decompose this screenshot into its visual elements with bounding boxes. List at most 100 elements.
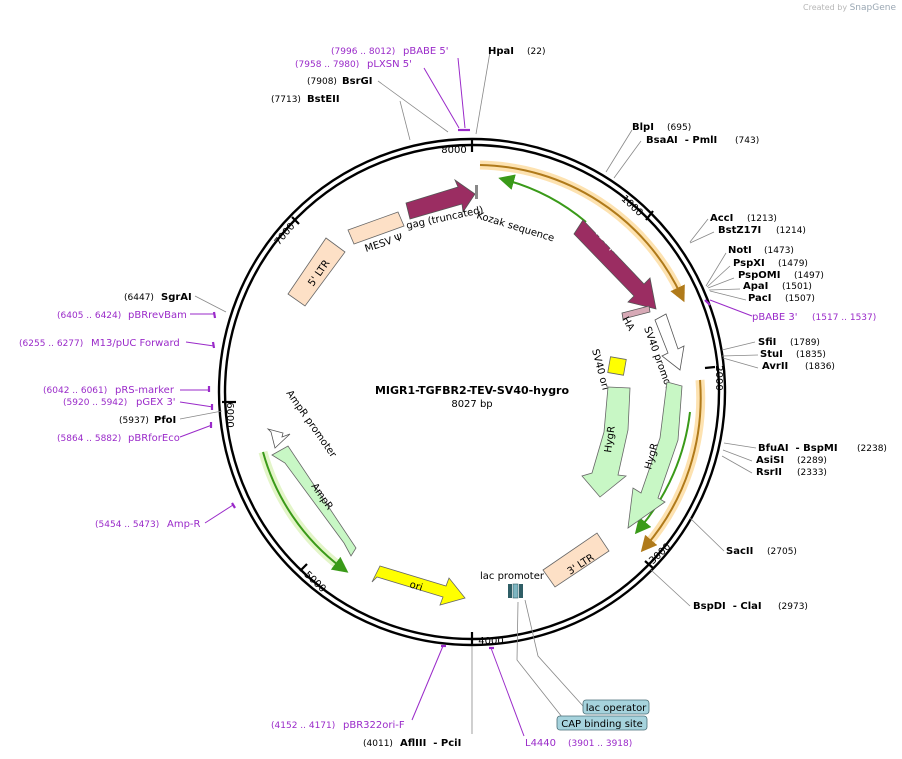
orf-arrow-orange-top — [479, 164, 685, 303]
site-asisi: AsiSI — [756, 455, 784, 466]
site-pfoi: PfoI — [154, 415, 176, 426]
primer-prs-marker: pRS-marker — [115, 385, 175, 396]
site-bsrgi-pos: (7908) — [307, 77, 337, 87]
hygr-arrow-outer — [627, 381, 683, 529]
site-stui-pos: (1835) — [796, 350, 826, 360]
site-rsrii-pos: (2333) — [797, 468, 827, 478]
primer-plxsn5-pos: (7958 .. 7980) — [295, 60, 359, 70]
primer-pbr322ori-pos: (4152 .. 4171) — [271, 721, 335, 731]
site-acci-pos: (1213) — [747, 214, 777, 224]
site-bsaai-pmli: BsaAI - PmlI — [646, 135, 717, 146]
site-sacii-pos: (2705) — [767, 547, 797, 557]
site-pspomi-pos: (1497) — [794, 271, 824, 281]
site-bfuai-bspmi: BfuAI - BspMI — [758, 443, 838, 454]
kozak-mark — [475, 185, 478, 199]
site-paci-pos: (1507) — [785, 294, 815, 304]
site-asisi-pos: (2289) — [797, 456, 827, 466]
sites-right: HpaI (22) BlpI (695) BsaAI - PmlI (743) … — [488, 46, 887, 612]
primer-plxsn5: pLXSN 5' — [367, 59, 412, 70]
site-bspdi-clai: BspDI - ClaI — [693, 601, 762, 612]
gag-arrow — [405, 178, 476, 220]
sv40-ori-label: SV40 ori — [589, 348, 611, 392]
primer-ampr: Amp-R — [167, 519, 201, 530]
site-bsteii-pos: (7713) — [271, 95, 301, 105]
site-sfii: SfiI — [758, 337, 776, 348]
site-pspomi: PspOMI — [738, 270, 780, 281]
tick-2000: 2000 — [713, 365, 724, 390]
primer-l4440-pos: (3901 .. 3918) — [568, 739, 632, 749]
primer-ampr-pos: (5454 .. 5473) — [95, 520, 159, 530]
site-sgrai: SgrAI — [161, 292, 192, 303]
site-hpai: HpaI — [488, 46, 514, 57]
site-afliii-pcii-pos: (4011) — [363, 739, 393, 749]
box-leaders — [516, 599, 584, 723]
site-bsteii: BstEII — [307, 94, 340, 105]
plasmid-length: 8027 bp — [451, 399, 492, 410]
ha-label: HA — [619, 315, 636, 333]
orf-arrow-green-left — [262, 451, 349, 573]
site-bfuai-bspmi-pos: (2238) — [857, 444, 887, 454]
site-apai-pos: (1501) — [782, 282, 812, 292]
sv40-ori-box — [607, 356, 627, 376]
site-bstz17i: BstZ17I — [718, 225, 761, 236]
lac-promoter-label: lac promoter — [480, 571, 545, 582]
primer-m13-pos: (6255 .. 6277) — [19, 339, 83, 349]
primer-pgex3: pGEX 3' — [136, 397, 176, 408]
site-stui: StuI — [760, 349, 783, 360]
site-noti: NotI — [728, 245, 752, 256]
site-pspxi: PspXI — [733, 258, 765, 269]
tev-arrow — [573, 219, 657, 310]
hygr-arrow-inner — [581, 386, 631, 498]
site-avrii: AvrII — [762, 361, 788, 372]
site-pspxi-pos: (1479) — [778, 259, 808, 269]
mesv-box — [347, 211, 405, 245]
lac-operator-label: lac operator — [586, 703, 647, 714]
tick-6000: 6000 — [224, 402, 235, 427]
orf-arrow-green-right — [634, 411, 691, 535]
primer-pbabe5: pBABE 5' — [403, 46, 449, 57]
site-blpi-pos: (695) — [667, 123, 691, 133]
ha-box — [621, 305, 651, 320]
primer-marks — [207, 128, 711, 650]
site-bstz17i-pos: (1214) — [776, 226, 806, 236]
ampr-promoter-label: AmpR promoter — [284, 388, 339, 460]
ori-arrow — [371, 565, 466, 606]
site-acci: AccI — [710, 213, 733, 224]
lac-operator-box — [582, 699, 650, 715]
primer-pbrforeco: pBRforEco — [128, 433, 180, 444]
ori-label: ori — [408, 579, 424, 593]
primer-pbrrevbam-pos: (6405 .. 6424) — [57, 311, 121, 321]
tick-marks — [222, 138, 716, 646]
lac-operator-mark — [508, 584, 512, 598]
site-avrii-pos: (1836) — [805, 362, 835, 372]
site-rsrii: RsrII — [756, 467, 782, 478]
ampr-arrow — [271, 445, 357, 557]
snapgene-logo: SnapGene — [849, 3, 896, 13]
primer-pbrforeco-pos: (5864 .. 5882) — [57, 434, 121, 444]
primer-pbrrevbam: pBRrevBam — [128, 310, 187, 321]
sv40-promoter-arrow — [654, 313, 685, 371]
ltr3-box — [542, 532, 610, 588]
credit-prefix: Created by — [803, 3, 848, 12]
site-sacii: SacII — [726, 546, 753, 557]
site-leaders-left — [179, 80, 473, 734]
site-bsaai-pmli-pos: (743) — [735, 136, 759, 146]
primer-pbabe3-pos: (1517 .. 1537) — [812, 313, 876, 323]
plasmid-name: MIGR1-TGFBR2-TEV-SV40-hygro — [375, 384, 570, 397]
orf-arrow-orange-right — [640, 379, 702, 553]
lac-promoter-mark — [519, 584, 523, 598]
primer-pbabe5-pos: (7996 .. 8012) — [331, 47, 395, 57]
orf-arrow-green-top — [498, 174, 587, 223]
tick-8000: 8000 — [441, 145, 466, 156]
kozak-label: Kozak sequence — [475, 210, 555, 244]
site-apai: ApaI — [743, 281, 768, 292]
site-paci: PacI — [748, 293, 771, 304]
primer-pbr322ori: pBR322ori-F — [343, 720, 405, 731]
tick-7000: 7000 — [273, 221, 298, 248]
primer-prs-marker-pos: (6042 .. 6061) — [43, 386, 107, 396]
sites-left: (7908) BsrGI (7713) BstEII (6447) SgrAI … — [119, 76, 461, 749]
site-sgrai-pos: (6447) — [124, 293, 154, 303]
cap-site-mark — [512, 583, 519, 599]
snapgene-credit: Created by SnapGene — [803, 3, 896, 13]
